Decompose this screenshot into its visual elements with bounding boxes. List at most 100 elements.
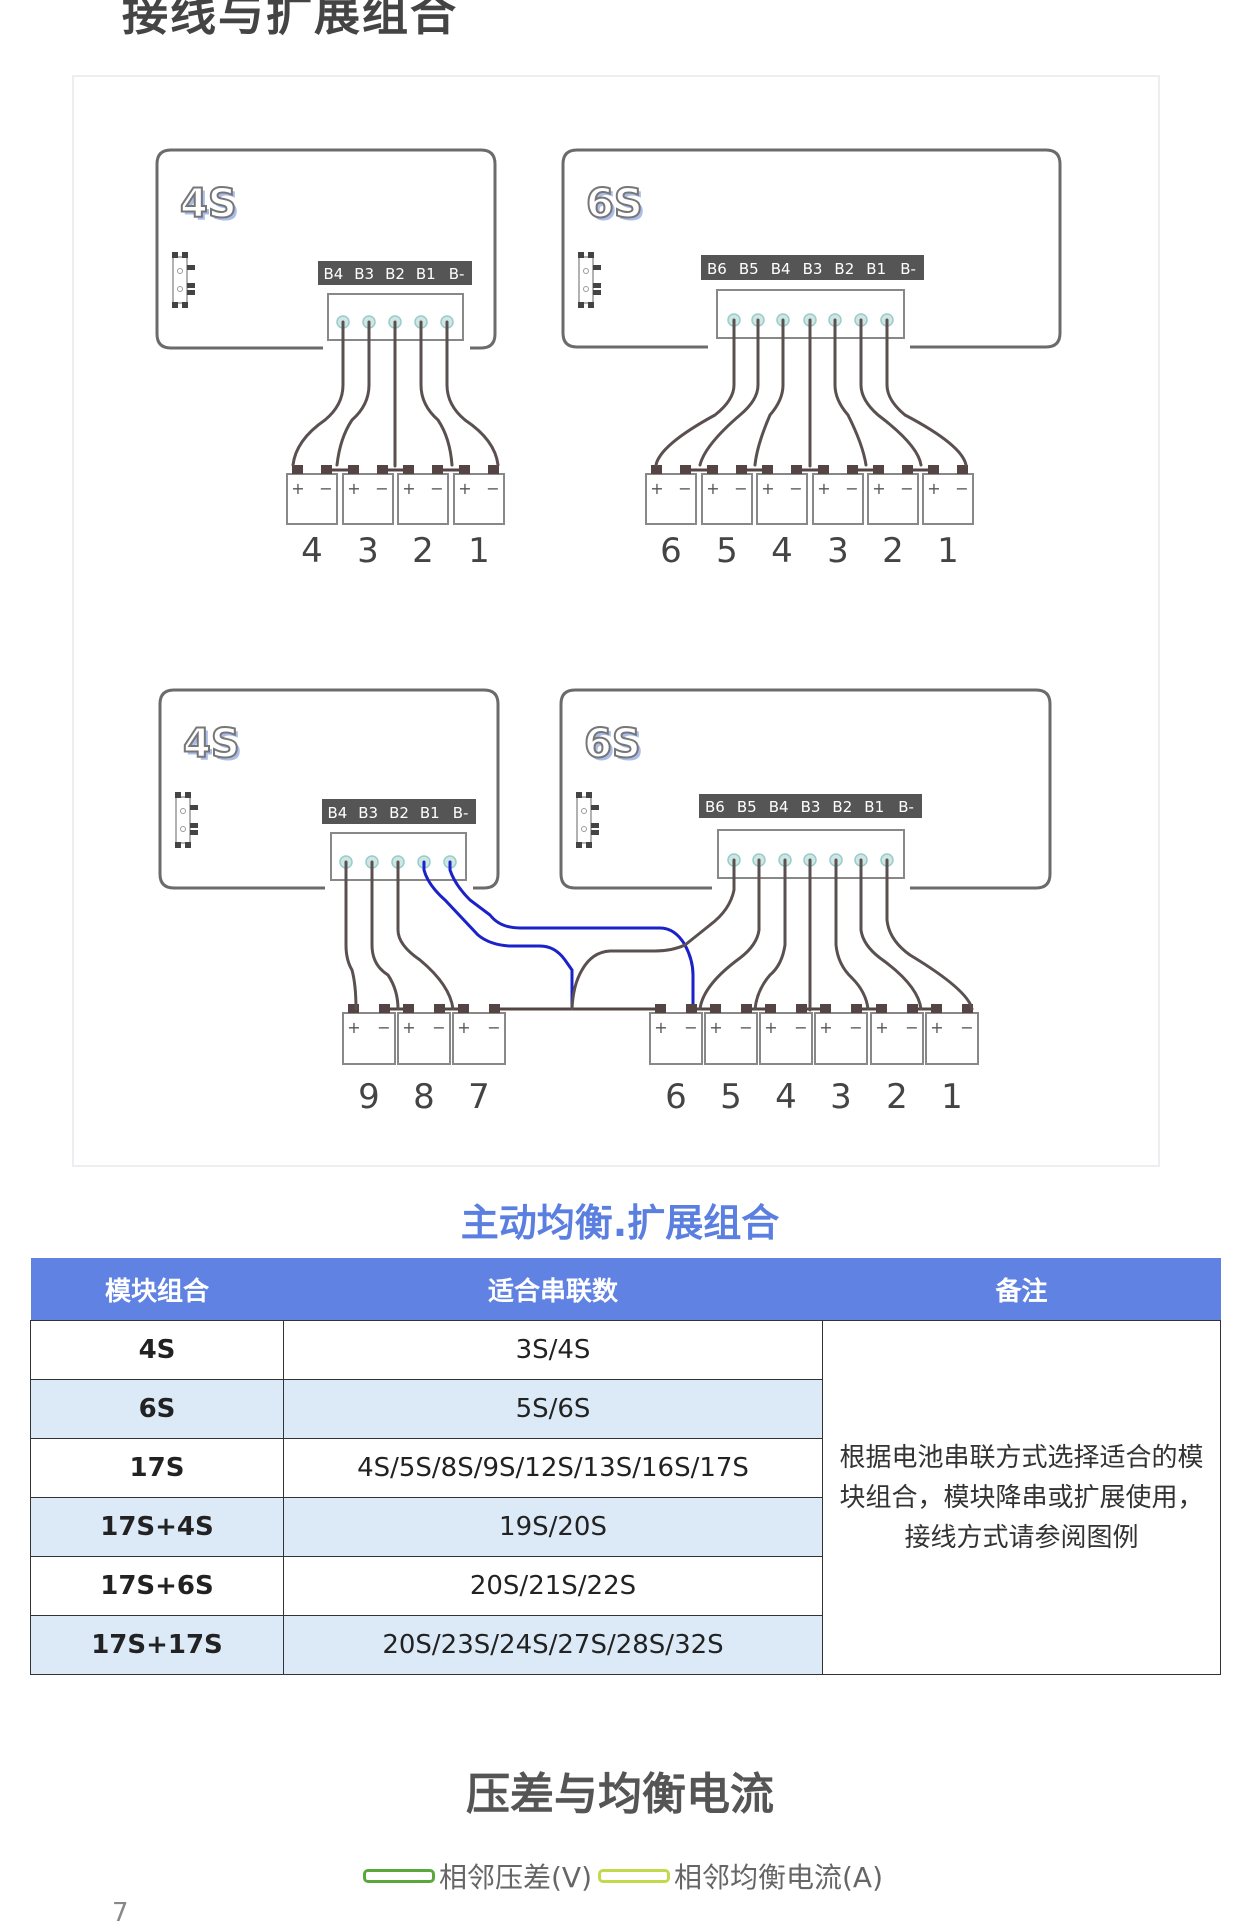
- switch-pad: [578, 302, 584, 308]
- battery-cell: [397, 473, 449, 525]
- cell-terminal-plus: [348, 1004, 359, 1013]
- battery-cell: [286, 473, 338, 525]
- pin-label: B6: [707, 260, 727, 278]
- cell-terminal-plus: [765, 1004, 776, 1013]
- module-cell: 17S: [30, 1438, 284, 1498]
- pin-label-bar: [701, 255, 924, 280]
- switch-icon: [172, 256, 188, 304]
- module-board-outline: [155, 148, 497, 350]
- cell-number-label: 4: [775, 1077, 797, 1117]
- pin-label: B6: [705, 798, 725, 816]
- cell-number-label: 2: [882, 531, 904, 571]
- switch-hole: [177, 286, 183, 292]
- cell-terminal-minus: [489, 1004, 500, 1013]
- table-row: 6S 5S/6S: [30, 1379, 1221, 1439]
- switch-lead: [190, 823, 198, 828]
- cell-terminal-plus: [651, 465, 662, 474]
- column-header-series: 适合串联数: [283, 1258, 823, 1321]
- module-name-label: 6S: [584, 721, 641, 767]
- cell-terminal-plus: [873, 465, 884, 474]
- sense-wire: [344, 860, 358, 1011]
- page-number: 7: [112, 1898, 129, 1928]
- pin-label-bar: [322, 799, 476, 824]
- minus-sign: −: [734, 479, 747, 498]
- sense-wire: [654, 318, 736, 467]
- sense-wire: [885, 858, 974, 1011]
- battery-cell-group: +−9+−8+−7: [342, 1004, 506, 1117]
- minus-sign: −: [486, 479, 499, 498]
- battery-cell: [397, 1012, 451, 1065]
- cell-terminal-minus: [432, 465, 443, 474]
- switch-pad: [586, 792, 592, 798]
- switch-pad: [586, 842, 592, 848]
- cell-number-label: 3: [827, 531, 849, 571]
- cell-terminal-minus: [434, 1004, 445, 1013]
- battery-cell: [342, 1012, 396, 1065]
- series-cell: 3S/4S: [283, 1320, 823, 1380]
- cell-terminal-plus: [403, 465, 414, 474]
- module-cell: 17S+4S: [30, 1497, 284, 1557]
- pin-label: B1: [864, 798, 884, 816]
- battery-cell-group: +−6+−5+−4+−3+−2+−1: [645, 465, 974, 571]
- combo-table-header: 模块组合 适合串联数 备注: [30, 1258, 1221, 1321]
- sense-wire: [833, 318, 868, 467]
- battery-cell: [814, 1012, 868, 1065]
- cell-terminal-plus: [762, 465, 773, 474]
- pin-label: B2: [832, 798, 852, 816]
- cell-number-label: 5: [720, 1077, 742, 1117]
- sense-wire: [335, 320, 371, 467]
- switch-hole: [583, 286, 589, 292]
- cell-terminal-minus: [680, 465, 691, 474]
- switch-pad: [185, 842, 191, 848]
- switch-pad: [182, 302, 188, 308]
- battery-cell: [342, 473, 394, 525]
- pin-label: B1: [416, 265, 436, 283]
- pin-label: B-: [900, 260, 916, 278]
- minus-sign: −: [905, 1018, 918, 1037]
- cell-number-label: 2: [886, 1077, 908, 1117]
- switch-hole: [177, 268, 183, 274]
- plus-sign: +: [347, 1018, 360, 1037]
- pin-label: B4: [769, 798, 789, 816]
- cell-terminal-plus: [655, 1004, 666, 1013]
- sense-wire: [753, 858, 787, 1011]
- cell-terminal-minus: [377, 465, 388, 474]
- cell-terminal-minus: [791, 465, 802, 474]
- switch-hole: [581, 808, 587, 814]
- sense-wire: [885, 318, 968, 467]
- cell-number-label: 8: [413, 1077, 435, 1117]
- module-board-outline: [559, 688, 1052, 890]
- cell-number-label: 4: [771, 531, 793, 571]
- battery-cell-group: +−4+−3+−2+−1: [286, 465, 505, 571]
- sense-wire: [370, 860, 400, 1011]
- extension-wire-blue: [448, 860, 695, 1011]
- pin-label: B1: [420, 804, 440, 822]
- plus-sign: +: [654, 1018, 667, 1037]
- cell-terminal-plus: [459, 465, 470, 474]
- plus-sign: +: [927, 479, 940, 498]
- plus-sign: +: [291, 479, 304, 498]
- switch-lead: [591, 805, 599, 810]
- minus-sign: −: [487, 1018, 500, 1037]
- battery-cell: [756, 473, 808, 525]
- battery-cell: [925, 1012, 979, 1065]
- sense-wire: [570, 858, 736, 1011]
- switch-pad: [172, 252, 178, 258]
- pin-label: B3: [803, 260, 823, 278]
- battery-cell: [453, 473, 505, 525]
- plus-sign: +: [709, 1018, 722, 1037]
- sense-wire: [698, 858, 761, 1011]
- module-name-label: 4S: [183, 721, 240, 767]
- plus-sign: +: [875, 1018, 888, 1037]
- cell-number-label: 6: [665, 1077, 687, 1117]
- cell-terminal-minus: [902, 465, 913, 474]
- cell-terminal-minus: [736, 465, 747, 474]
- cell-terminal-minus: [962, 1004, 973, 1013]
- sense-wire: [698, 318, 760, 467]
- legend-label-balance-current: 相邻均衡电流(A): [674, 1861, 884, 1894]
- switch-lead: [187, 265, 195, 270]
- pin-label: B4: [323, 265, 343, 283]
- cell-terminal-minus: [741, 1004, 752, 1013]
